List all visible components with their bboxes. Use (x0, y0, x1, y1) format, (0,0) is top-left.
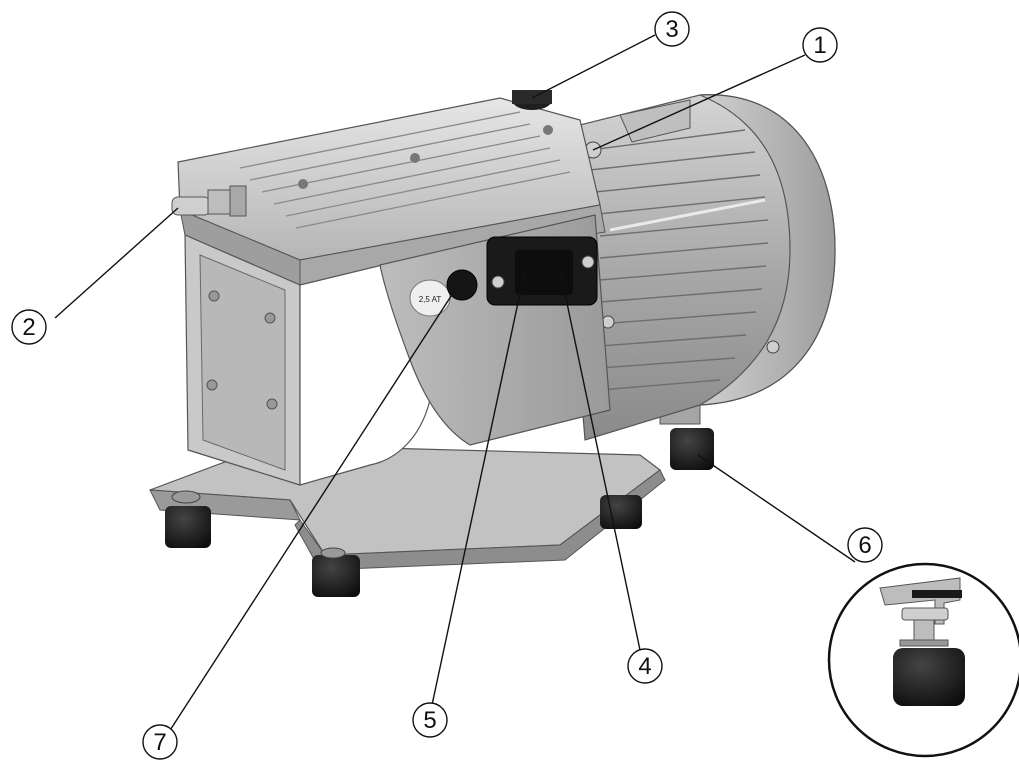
hose-nozzle (171, 185, 247, 217)
callout-2: 2 (11, 309, 47, 345)
rubber-feet (165, 399, 714, 597)
leader-2 (54, 207, 179, 319)
callout-5-label: 5 (423, 707, 436, 734)
leader-5 (431, 269, 526, 706)
fuse-label: 2,5 AT (419, 295, 442, 304)
callout-6-label: 6 (858, 532, 871, 559)
callout-1: 1 (802, 27, 838, 63)
callout-2-label: 2 (22, 314, 35, 341)
callout-4-label: 4 (638, 653, 651, 680)
leader-7 (164, 289, 456, 739)
motor (559, 94, 836, 441)
callout-3-label: 3 (665, 16, 678, 43)
callout-5: 5 (412, 702, 448, 738)
leader-4 (559, 269, 641, 651)
front-housing: 2,5 AT (184, 214, 611, 486)
leader-1 (592, 54, 806, 151)
foot-detail-inset (827, 562, 1019, 758)
callout-6: 6 (847, 527, 883, 563)
callout-7-label: 7 (153, 729, 166, 756)
base-plate (149, 444, 666, 571)
pump-head (177, 90, 606, 286)
callout-7: 7 (142, 724, 178, 760)
callout-3: 3 (654, 11, 690, 47)
callout-1-label: 1 (813, 32, 826, 59)
leader-lines (54, 34, 856, 739)
leader-6 (697, 454, 856, 563)
callout-4: 4 (627, 648, 663, 684)
leader-3 (531, 34, 656, 99)
